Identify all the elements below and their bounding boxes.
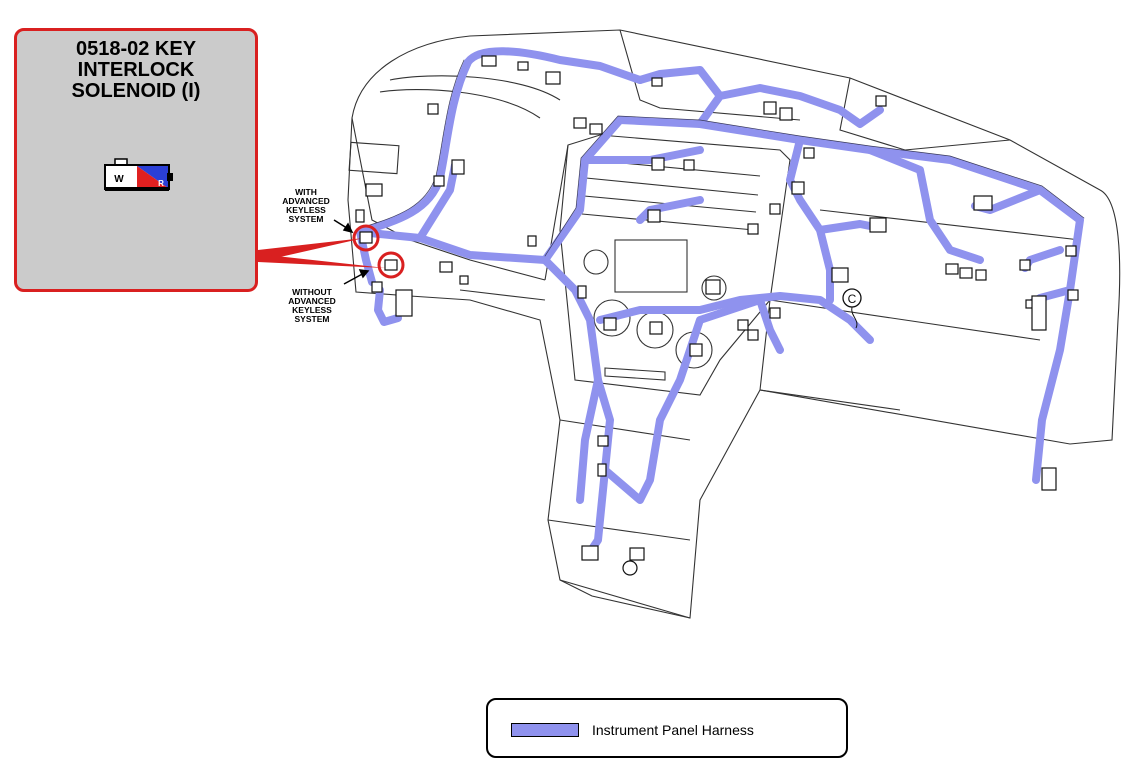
- label-line: KEYLESS: [286, 205, 326, 215]
- key-interlock-connector-icon: W R: [104, 158, 173, 191]
- legend: Instrument Panel Harness: [486, 698, 848, 758]
- label-arrows: [333, 219, 370, 285]
- callout-title-line: INTERLOCK: [77, 59, 195, 81]
- label-line: SYSTEM: [294, 314, 330, 324]
- pin-label-w: W: [114, 174, 124, 185]
- callout-leaders: [258, 224, 405, 279]
- pin-label-r: R: [158, 179, 164, 188]
- label-without-advanced-keyless: WITHOUT ADVANCED KEYLESS SYSTEM: [280, 288, 344, 324]
- label-line: WITH: [295, 187, 317, 197]
- highlight-without-advanced: [377, 251, 405, 279]
- label-line: WITHOUT: [292, 287, 332, 297]
- label-line: KEYLESS: [292, 305, 332, 315]
- legend-swatch-harness: [511, 723, 579, 737]
- callout-title: 0518-02 KEY INTERLOCK SOLENOID (I): [17, 39, 255, 102]
- legend-label: Instrument Panel Harness: [592, 722, 754, 738]
- ground-marker-label: C: [848, 292, 857, 306]
- label-line: ADVANCED: [288, 296, 336, 306]
- ground-point-c: C: [842, 288, 862, 329]
- highlight-with-advanced: [352, 224, 380, 252]
- callout-title-line: SOLENOID (I): [71, 80, 201, 102]
- callout-title-line: 0518-02 KEY: [75, 38, 197, 60]
- instrument-panel-harness: [356, 47, 1084, 556]
- connectors: [355, 55, 1079, 576]
- label-line: ADVANCED: [282, 196, 330, 206]
- label-line: SYSTEM: [288, 214, 324, 224]
- label-with-advanced-keyless: WITH ADVANCED KEYLESS SYSTEM: [274, 188, 338, 224]
- key-interlock-solenoid-callout: 0518-02 KEY INTERLOCK SOLENOID (I) W R: [14, 28, 258, 292]
- dashboard-outline: [347, 29, 1121, 619]
